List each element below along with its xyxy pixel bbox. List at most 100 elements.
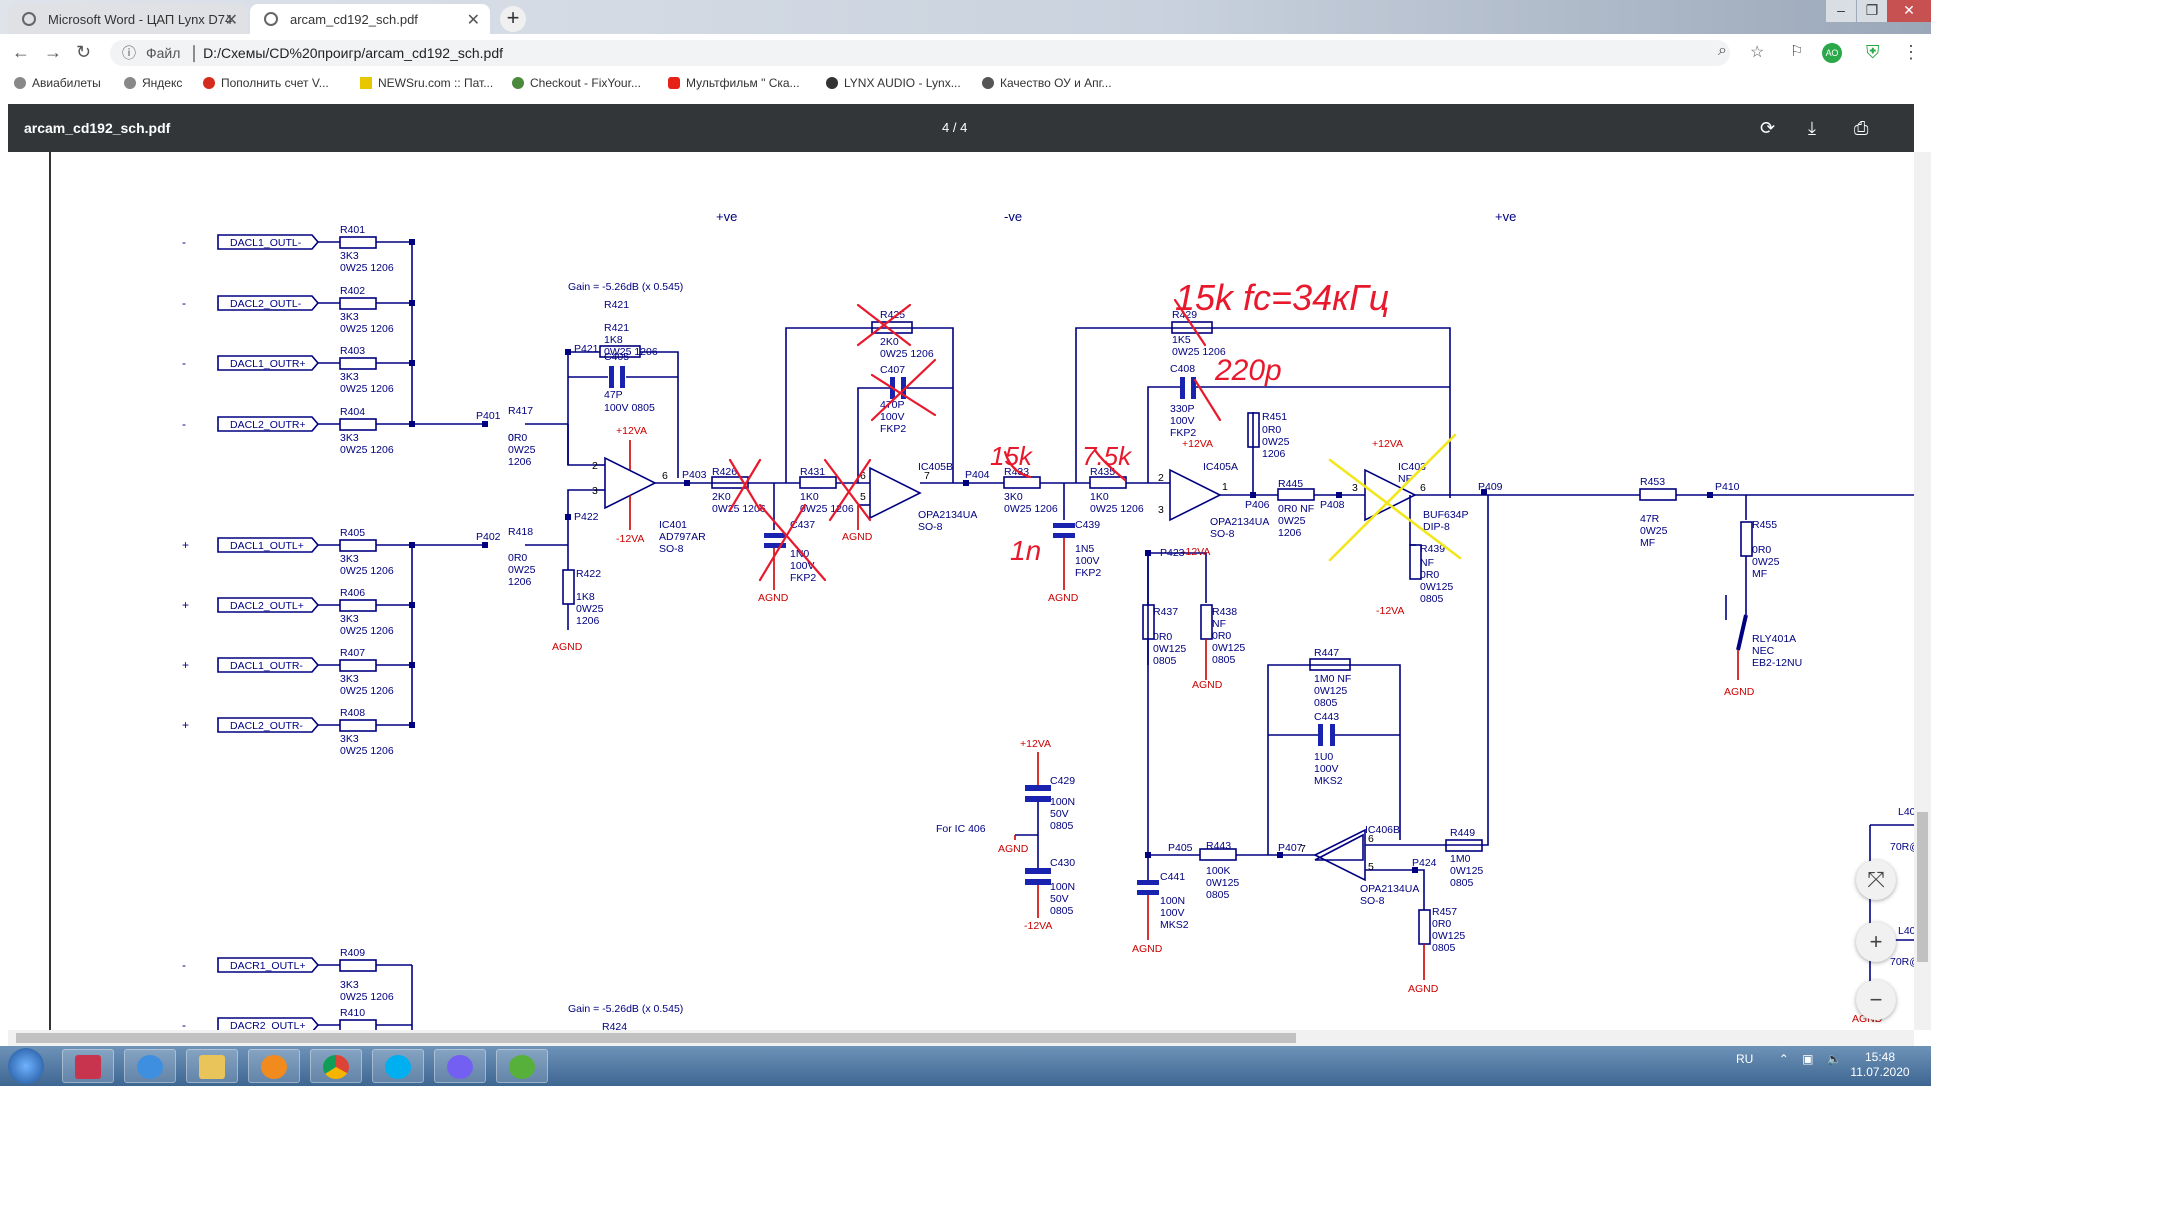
horizontal-scrollbar[interactable] xyxy=(8,1030,1914,1046)
schematic-label: 47R xyxy=(1640,513,1660,525)
pin-number: 3 xyxy=(592,485,598,497)
schematic-label: 0W125 xyxy=(1420,581,1453,593)
taskbar-app-skype[interactable] xyxy=(372,1049,424,1083)
zoom-icon[interactable]: ⌕ xyxy=(1718,42,1727,59)
back-icon[interactable]: ← xyxy=(12,42,30,62)
taskbar-app-viber[interactable] xyxy=(434,1049,486,1083)
schematic-label: 1K8 xyxy=(576,591,595,603)
schematic-label: 50V xyxy=(1050,893,1069,905)
schematic-label: 100N xyxy=(1160,895,1185,907)
close-window-icon[interactable]: ✕ xyxy=(1887,0,1931,22)
network-icon[interactable]: ▣ xyxy=(1802,1052,1814,1066)
bookmark-item[interactable]: Пополнить счет V... xyxy=(203,76,329,90)
maximize-icon[interactable]: ❐ xyxy=(1857,0,1887,22)
annotation-15k: 15k xyxy=(990,441,1034,471)
tab-word[interactable]: Microsoft Word - ЦАП Lynx D74 ✕ xyxy=(8,4,248,34)
minimize-icon[interactable]: – xyxy=(1826,0,1856,22)
schematic-label: SO-8 xyxy=(1360,895,1385,907)
schematic-label: 0W25 xyxy=(1262,436,1290,448)
language-indicator[interactable]: RU xyxy=(1736,1052,1754,1066)
schematic-label: 0805 xyxy=(1050,905,1074,917)
clock[interactable]: 15:48 11.07.2020 xyxy=(1845,1050,1915,1080)
schematic-label: 2K0 xyxy=(880,336,899,348)
schematic-label: 0R0 xyxy=(1432,918,1451,930)
ie-icon xyxy=(137,1055,163,1079)
shield-icon[interactable]: ⛨ xyxy=(1866,42,1880,62)
close-icon[interactable]: ✕ xyxy=(466,12,480,29)
input-port xyxy=(217,1017,320,1033)
schematic-label: 1206 xyxy=(576,615,600,627)
input-sign: + xyxy=(182,598,189,612)
globe-icon xyxy=(124,77,136,89)
forward-icon[interactable]: → xyxy=(44,42,62,62)
taskbar-app-ie[interactable] xyxy=(124,1049,176,1083)
schematic-label: 0W25 1206 xyxy=(1004,503,1058,515)
taskbar-app-explorer[interactable] xyxy=(186,1049,238,1083)
resistor-package: 0W25 1206 xyxy=(340,991,394,1003)
start-button[interactable] xyxy=(8,1048,44,1084)
bookmark-item[interactable]: Авиабилеты xyxy=(14,76,101,90)
schematic-label: R418 xyxy=(508,526,533,538)
schematic-label: IC405A xyxy=(1203,461,1238,473)
fit-page-button[interactable]: ⤧ xyxy=(1856,860,1896,900)
pin-number: 6 xyxy=(662,470,668,482)
gear-icon xyxy=(261,1055,287,1079)
schematic-label: 0805 xyxy=(1153,655,1177,667)
tab-pdf[interactable]: arcam_cd192_sch.pdf ✕ xyxy=(250,4,490,34)
schematic-label: 70R@ xyxy=(1890,841,1914,853)
input-sign: - xyxy=(182,417,186,431)
chrome-icon xyxy=(323,1055,349,1079)
input-port xyxy=(217,597,320,613)
schematic-label: BUF634P xyxy=(1423,509,1469,521)
schematic-label: P423 xyxy=(1160,547,1185,559)
extension-icon[interactable]: ⚐ xyxy=(1790,43,1804,60)
bookmark-item[interactable]: Мультфильм " Ска... xyxy=(668,76,800,90)
pin-number: 5 xyxy=(860,491,866,503)
resistor-ref: R424 xyxy=(602,1021,627,1030)
info-icon[interactable]: ⓘ xyxy=(122,45,136,61)
taskbar-app-settings[interactable] xyxy=(248,1049,300,1083)
schematic-label: R422 xyxy=(576,568,601,580)
bookmark-item[interactable]: LYNX AUDIO - Lynx... xyxy=(826,76,961,90)
adguard-icon[interactable]: АО xyxy=(1822,43,1842,63)
download-icon[interactable]: ⤓ xyxy=(1808,118,1816,138)
taskbar-app-chrome[interactable] xyxy=(310,1049,362,1083)
new-tab-button[interactable]: + xyxy=(500,6,526,32)
close-icon[interactable]: ✕ xyxy=(224,12,238,29)
schematic-label: R439 xyxy=(1420,543,1445,555)
resistor-ref: R406 xyxy=(340,587,365,599)
volume-icon[interactable]: 🔈 xyxy=(1826,1052,1842,1066)
pin-number: 6 xyxy=(1420,482,1426,494)
reload-icon[interactable]: ↻ xyxy=(76,42,92,62)
schematic-label: 0W25 xyxy=(1640,525,1668,537)
bookmark-item[interactable]: Качество ОУ и Апг... xyxy=(982,76,1112,90)
zoom-out-button[interactable]: − xyxy=(1856,980,1896,1020)
vertical-scrollbar[interactable] xyxy=(1914,152,1931,1030)
star-icon[interactable]: ☆ xyxy=(1750,44,1765,61)
scroll-thumb[interactable] xyxy=(1917,812,1928,962)
bookmark-item[interactable]: Яндекс xyxy=(124,76,182,90)
schematic-label: 100K xyxy=(1206,865,1231,877)
resistor-value: 3K3 xyxy=(340,613,359,625)
schematic-label: P404 xyxy=(965,469,990,481)
schematic-label: NEC xyxy=(1752,645,1775,657)
bookmark-item[interactable]: Checkout - FixYour... xyxy=(512,76,641,90)
bookmark-item[interactable]: NEWSru.com :: Пат... xyxy=(360,76,493,90)
scroll-thumb[interactable] xyxy=(16,1033,1296,1043)
menu-icon[interactable]: ⋮ xyxy=(1902,42,1920,62)
print-icon[interactable]: ⎙ xyxy=(1854,118,1869,138)
schematic-label: 0805 xyxy=(1050,820,1074,832)
schematic-label: R451 xyxy=(1262,411,1287,423)
input-port-name: DACL2_OUTL+ xyxy=(230,600,304,612)
schematic-label: 100V 0805 xyxy=(604,402,655,414)
pin-number: 1 xyxy=(1222,481,1228,493)
schematic-label: 1206 xyxy=(508,456,532,468)
windows-taskbar: RU ⌃ ▣ 🔈 15:48 11.07.2020 xyxy=(0,1046,1931,1086)
taskbar-app-utorrent[interactable] xyxy=(496,1049,548,1083)
chevron-up-icon[interactable]: ⌃ xyxy=(1778,1052,1789,1066)
taskbar-app-manager[interactable] xyxy=(62,1049,114,1083)
zoom-in-button[interactable]: + xyxy=(1856,922,1896,962)
rotate-icon[interactable]: ⟳ xyxy=(1760,118,1776,138)
schematic-label: DIP-8 xyxy=(1423,521,1450,533)
